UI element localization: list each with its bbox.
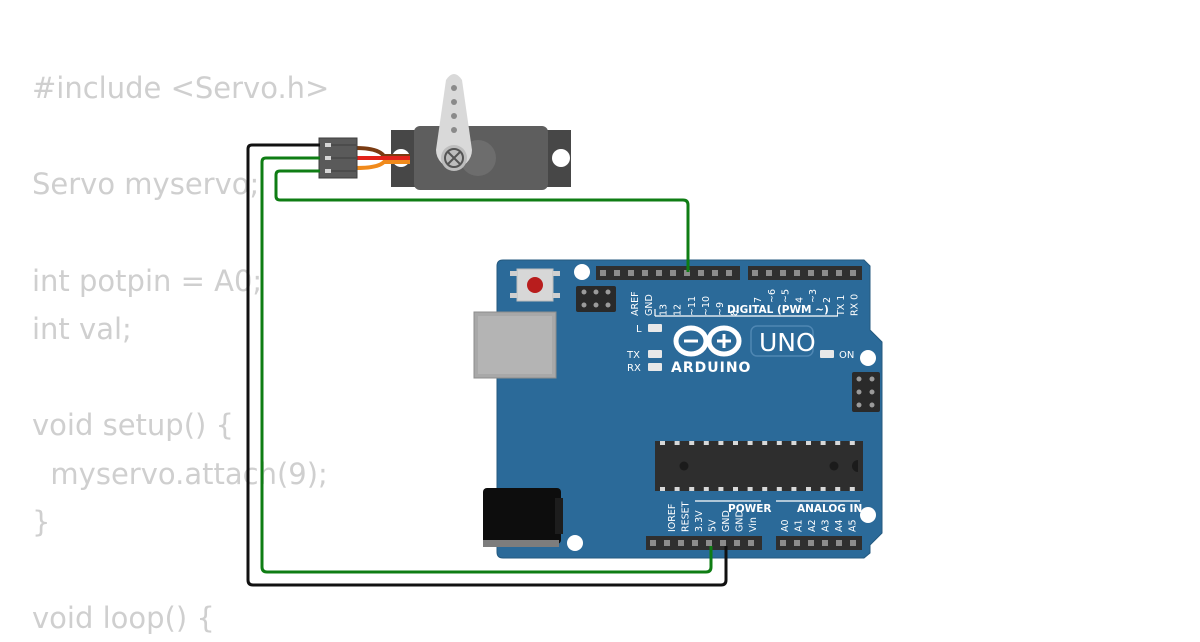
wire-signal[interactable] [274,169,690,272]
code-line: Servo myservo; [32,167,260,202]
pin-label: TX 1 [836,295,847,317]
pin-label: 3.3V [694,510,705,532]
icsp-header-2 [852,372,880,412]
analog-header [776,536,862,550]
led-rx-label: RX [627,363,641,374]
mounting-hole [574,264,590,280]
usb-connector [473,311,557,379]
pin-label: ~9 [715,302,726,316]
pin-label: GND [721,510,732,532]
led-tx-label: TX [626,350,640,361]
pin-label: RESET [681,501,692,532]
pin-label: IOREF [667,504,678,532]
icsp-header [576,286,616,312]
power-header [646,536,762,550]
power-header-label: POWER [728,503,771,515]
pin-label: 4 [794,297,805,303]
code-line: #include <Servo.h> [32,71,330,105]
led-l [648,324,662,332]
pin-label: ~3 [808,289,819,303]
mounting-hole [860,350,876,366]
pin-label: ~5 [781,289,792,303]
digital-header [596,266,862,280]
code-editor[interactable]: #include <Servo.h> Servo myservo; int potp… [32,64,329,642]
led-on-label: ON [839,350,854,361]
pin-label: 5V [708,519,719,532]
pin-label: AREF [630,291,641,316]
code-line: int potpin = A0; [32,263,263,298]
pin-label: 7 [753,297,764,303]
arduino-logo-icon [673,325,742,357]
analog-header-label: ANALOG IN [797,503,862,515]
servo-motor-icon[interactable] [318,74,571,190]
led-on [820,350,834,358]
code-line: int val; [32,311,132,346]
pin-label: GND [644,294,655,316]
mounting-hole [860,507,876,523]
digital-header-label: DIGITAL (PWM ~) [727,304,829,316]
pin-label: Vin [748,517,759,532]
code-line: void setup() { [32,408,234,443]
pin-label: 2 [822,297,833,303]
pin-label: RX 0 [850,294,861,316]
arduino-logo-text: ARDUINO [671,360,751,376]
board-model-text: UNO [759,328,816,357]
pin-label: A1 [794,519,805,532]
code-line: void loop() { [32,601,215,636]
pin-label: 13 [658,304,669,316]
pin-label: A4 [834,519,845,532]
wire-power[interactable] [260,156,713,574]
pin-label: 12 [673,304,684,316]
led-tx [648,350,662,358]
pin-label: ~10 [701,296,712,316]
pin-label: A2 [807,519,818,532]
pin-label: A0 [780,519,791,532]
pin-label: GND [735,510,746,532]
pin-label: A5 [848,519,859,532]
led-l-label: L [636,324,642,335]
pin-label: ~11 [687,296,698,316]
microcontroller-chip [655,441,863,491]
pin-label: 8 [729,310,740,316]
mounting-hole [567,535,583,551]
reset-button[interactable] [510,268,560,302]
code-line: } [32,504,51,539]
pin-label: ~6 [767,289,778,303]
code-line: myservo.attach(9); [32,456,328,491]
pin-label: A3 [821,519,832,532]
wire-ground[interactable] [246,143,728,587]
power-jack [483,488,563,547]
led-rx [648,363,662,371]
